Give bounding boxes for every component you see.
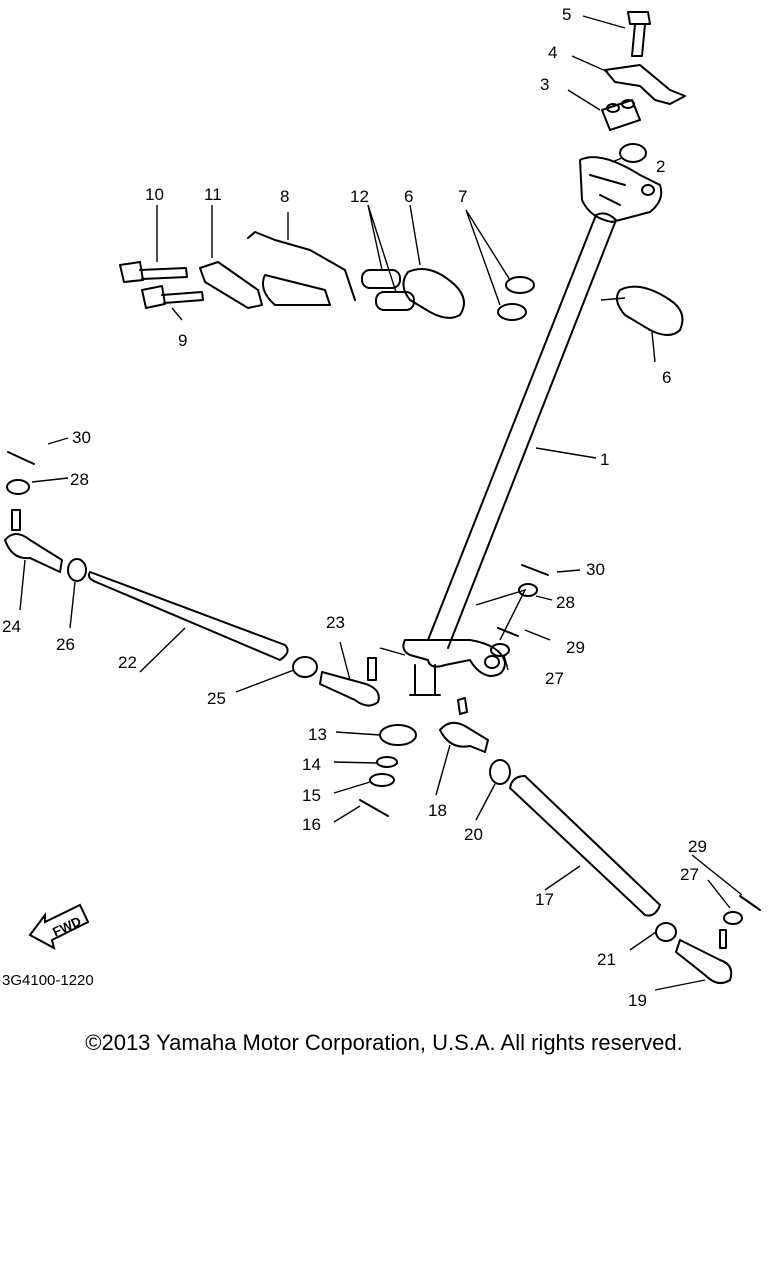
steering-column: [427, 156, 663, 649]
tie-rod-end-18: [439, 697, 489, 753]
callout-label: 28: [70, 470, 89, 489]
fwd-arrow-icon: FWD: [28, 903, 90, 950]
bolt-upper: [119, 261, 188, 283]
nut-27: [723, 911, 743, 925]
washer: [497, 303, 527, 321]
callout-label: 19: [628, 991, 647, 1010]
tie-rod-right: [509, 775, 661, 917]
steering-arm: [402, 639, 506, 696]
callout-label: 25: [207, 689, 226, 708]
callout-label: 4: [548, 43, 557, 62]
callout-label: 27: [680, 865, 699, 884]
callout-label: 9: [178, 331, 187, 350]
callout-label: 13: [308, 725, 327, 744]
callout-label: 18: [428, 801, 447, 820]
nut-25: [292, 656, 318, 678]
washer: [505, 276, 535, 294]
callout-label: 6: [404, 187, 413, 206]
callout-label: 20: [464, 825, 483, 844]
callout-label: 30: [586, 560, 605, 579]
top-bolt: [627, 11, 651, 57]
callout-label: 2: [656, 157, 665, 176]
callout-label: 3: [540, 75, 549, 94]
callout-label: 6: [662, 368, 671, 387]
nut-27: [490, 643, 510, 657]
nut-28: [6, 479, 30, 495]
leader-lines: [19, 15, 743, 991]
callout-label: 26: [56, 635, 75, 654]
callout-labels: 1 2 3 4 5 6 6 7 8 9 10 11 12 13 14 15 16…: [2, 5, 707, 1010]
nut-28: [518, 583, 538, 597]
plate: [604, 64, 686, 105]
cotter-pin-16: [359, 799, 389, 817]
copyright-notice: ©2013 Yamaha Motor Corporation, U.S.A. A…: [85, 1030, 683, 1055]
tie-rod-left: [87, 571, 289, 661]
cotter-pin-29: [739, 895, 761, 911]
callout-label: 15: [302, 786, 321, 805]
bolt-lower: [141, 285, 204, 309]
washer-13: [379, 724, 417, 746]
callout-label: 1: [600, 450, 609, 469]
callout-label: 30: [72, 428, 91, 447]
tie-rod-end-23: [319, 657, 380, 707]
callout-label: 24: [2, 617, 21, 636]
callout-label: 12: [350, 187, 369, 206]
callout-label: 29: [688, 837, 707, 856]
nut-26: [67, 558, 87, 582]
callout-label: 16: [302, 815, 321, 834]
holder-upper: [601, 99, 641, 131]
washer-14: [376, 756, 398, 768]
nut-21: [655, 922, 677, 942]
link: [199, 261, 263, 309]
holder-right: [615, 285, 684, 336]
cotter-pin-30: [7, 451, 35, 465]
callout-label: 8: [280, 187, 289, 206]
callout-label: 10: [145, 185, 164, 204]
callout-label: 11: [204, 185, 222, 204]
callout-label: 5: [562, 5, 571, 24]
holder-mid: [402, 268, 465, 319]
steering-parts-diagram: FWD 3G4100-1220 1 2 3 4 5 6 6 7 8 9 10 1…: [2, 5, 761, 1010]
callout-label: 29: [566, 638, 585, 657]
callout-label: 27: [545, 669, 564, 688]
callout-label: 14: [302, 755, 321, 774]
collar: [361, 269, 401, 289]
tie-rod-end-24: [4, 509, 63, 573]
callout-label: 23: [326, 613, 345, 632]
cotter-pin-29: [497, 627, 519, 637]
callout-label: 7: [458, 187, 467, 206]
cotter-pin-30: [521, 564, 549, 576]
nut-20: [489, 759, 511, 785]
callout-label: 17: [535, 890, 554, 909]
tie-rod-end-19: [675, 929, 733, 985]
cap: [619, 143, 647, 163]
callout-label: 21: [597, 950, 616, 969]
collar: [375, 291, 415, 311]
nut-15: [369, 773, 395, 787]
lever: [247, 231, 356, 306]
callout-label: 28: [556, 593, 575, 612]
callout-label: 22: [118, 653, 137, 672]
part-code: 3G4100-1220: [2, 972, 94, 989]
